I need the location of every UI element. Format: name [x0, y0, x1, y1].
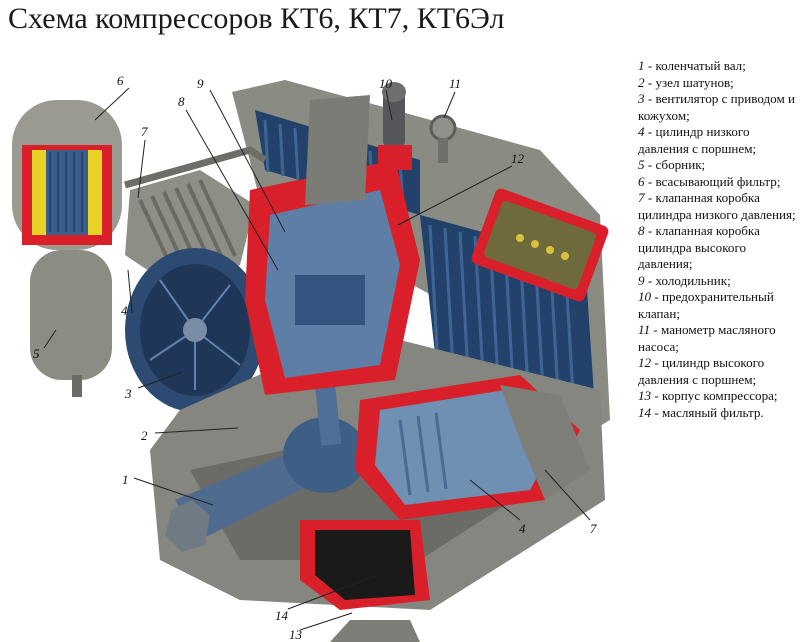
receiver-tank — [30, 250, 112, 397]
callout-12: 12 — [511, 151, 525, 166]
legend-item-9: 9 - холодильник; — [638, 272, 731, 288]
callout-10: 10 — [379, 76, 393, 91]
callout-5: 5 — [33, 346, 40, 361]
legend-item-12: 12 - цилиндр высокого давления с поршнем… — [638, 355, 765, 387]
fan-shroud — [125, 248, 265, 412]
leader-lines — [43, 87, 591, 631]
legend-item-1: 1 - коленчатый вал; — [638, 58, 746, 73]
callout-14: 14 — [275, 608, 289, 623]
legend-item-2: 2 - узел шатунов; — [638, 74, 734, 90]
callout-6: 6 — [117, 73, 124, 88]
legend-item-6: 6 - всасывающий фильтр; — [638, 173, 781, 189]
callout-8: 8 — [178, 94, 185, 109]
safety-valve — [378, 82, 412, 170]
callout-13: 13 — [289, 627, 303, 642]
callout-3: 3 — [124, 386, 132, 401]
legend-item-14: 14 - масляный фильтр. — [638, 404, 764, 420]
callout-7-left: 7 — [141, 124, 148, 139]
legend-item-4: 4 - цилиндр низкого давления с поршнем; — [638, 124, 757, 156]
legend-item-3: 3 - вентилятор с приводом и кожухом; — [638, 91, 796, 123]
legend: 1 - коленчатый вал; 2 - узел шатунов; 3 … — [638, 58, 800, 421]
crankshaft — [165, 417, 367, 552]
callout-11: 11 — [449, 76, 461, 91]
callout-7-right: 7 — [590, 521, 597, 536]
hp-cylinder — [245, 95, 420, 395]
legend-item-7: 7 - клапанная коробка цилиндра низкого д… — [638, 190, 796, 222]
lp-cylinder — [355, 375, 590, 520]
callout-2: 2 — [141, 428, 148, 443]
callout-4-left: 4 — [121, 303, 128, 318]
callout-4-right: 4 — [519, 521, 526, 536]
intake-filter — [12, 100, 122, 250]
callout-1: 1 — [122, 472, 129, 487]
legend-item-11: 11 - манометр масляного насоса; — [638, 322, 776, 354]
legend-item-5: 5 - сборник; — [638, 157, 706, 172]
legend-item-8: 8 - клапанная коробка цилиндра высокого … — [638, 223, 760, 271]
compressor-illustration: 6 7 9 8 10 11 12 4 5 3 2 1 4 7 14 13 — [12, 73, 610, 642]
oil-pressure-gauge — [429, 114, 457, 163]
page-title: Схема компрессоров КТ6, КТ7, КТ6Эл — [8, 2, 505, 35]
callout-9: 9 — [197, 76, 204, 91]
legend-item-13: 13 - корпус компрессора; — [638, 388, 778, 403]
legend-item-10: 10 - предохранительный клапан; — [638, 289, 774, 321]
